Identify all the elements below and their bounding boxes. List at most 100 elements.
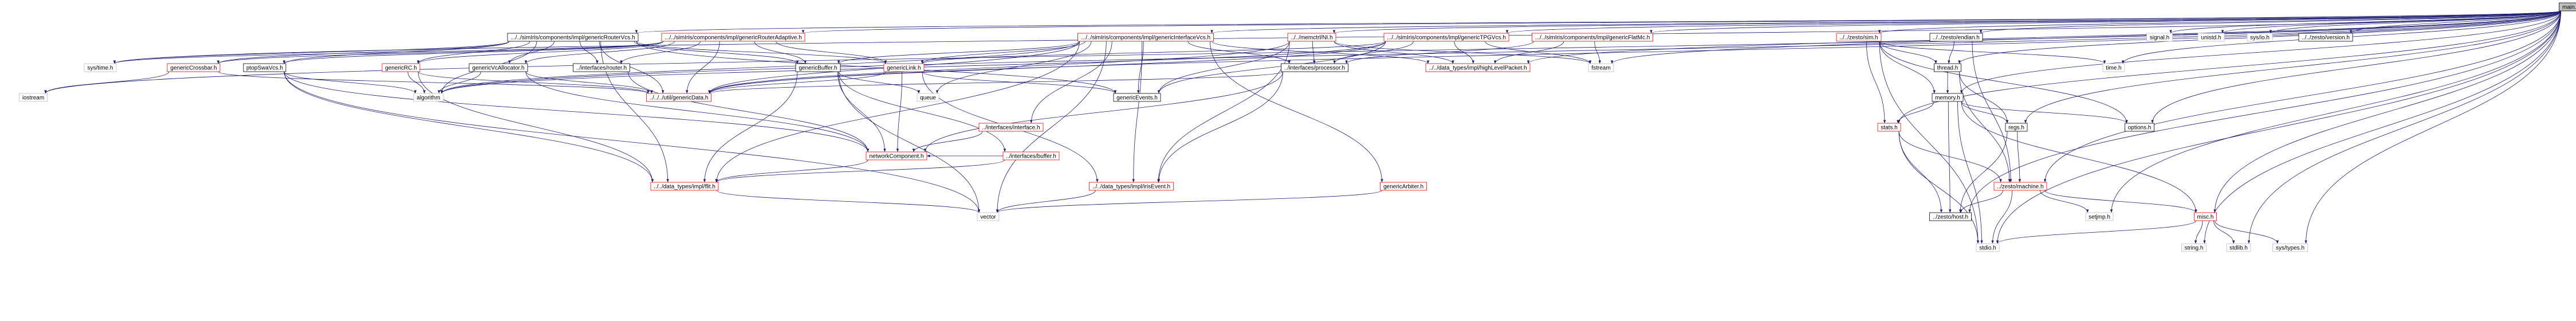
node-genericRC[interactable]: genericRC.h <box>382 63 420 72</box>
edge-genericVcAllocator-to-algorithm <box>438 71 481 94</box>
node-regs[interactable]: regs.h <box>2005 123 2028 132</box>
node-interfacesInterface[interactable]: ../interfaces/interface.h <box>978 123 1044 132</box>
node-genericVcAllocator[interactable]: genericVcAllocator.h <box>469 63 528 72</box>
node-label: ../../zesto/endian.h <box>1933 35 1980 41</box>
node-label: fstream <box>1591 65 1610 72</box>
node-highLevelPacket[interactable]: ../../data_types/impl/highLevelPacket.h <box>1425 63 1531 72</box>
node-box <box>1002 151 1060 160</box>
node-interfacesProcessor[interactable]: ../interfaces/processor.h <box>1281 63 1348 72</box>
edge-genericInterfaceVcs-to-irisEvent <box>1132 41 1143 183</box>
edge-layer <box>44 10 2561 244</box>
node-box <box>1976 243 2000 252</box>
node-label: ../../data_types/impl/irisEvent.h <box>1092 184 1170 190</box>
node-timeh[interactable]: time.h <box>2102 63 2125 72</box>
node-zestoEndian[interactable]: ../../zesto/endian.h <box>1929 33 1983 42</box>
node-box <box>2085 212 2114 221</box>
node-signal[interactable]: signal.h <box>2146 33 2173 42</box>
edge-genericRC-to-algorithm <box>407 71 426 94</box>
node-interfacesRouter[interactable]: ../interfaces/router.h <box>573 63 630 72</box>
node-label: memory.h <box>1935 95 1960 101</box>
node-label: thread.h <box>1937 65 1958 72</box>
node-genericRouterVcs[interactable]: .../../simIris/components/impl/genericRo… <box>507 33 639 42</box>
node-label: .../../simIris/components/impl/genericIn… <box>1081 35 1210 41</box>
edge-genericInterfaceVcs-to-interfacesProcessor <box>1187 41 1291 64</box>
node-algorithm[interactable]: algorithm <box>413 93 444 102</box>
node-thread[interactable]: thread.h <box>1934 63 1961 72</box>
edge-genericInterfaceVcs-to-genericArbiter <box>1210 41 1383 183</box>
node-memctrlNI[interactable]: ../../memctrl/NI.h <box>1287 33 1336 42</box>
node-box <box>883 63 925 72</box>
node-genericData[interactable]: ../../../util/genericData.h <box>646 93 711 102</box>
node-genericTPGVcs[interactable]: .../../simIris/components/impl/genericTP… <box>1383 33 1509 42</box>
edge-genericCrossbar-to-genericData <box>218 71 650 94</box>
node-label: genericEvents.h <box>1116 95 1158 101</box>
node-label: ../../data_types/impl/highLevelPacket.h <box>1429 65 1527 72</box>
node-iostream[interactable]: iostream <box>19 93 48 102</box>
node-box <box>413 93 444 102</box>
edge-flit-to-vector <box>716 190 981 213</box>
node-string[interactable]: string.h <box>2181 243 2207 252</box>
node-zestoMachine[interactable]: ../zesto/machine.h <box>1993 182 2047 191</box>
node-genericLink[interactable]: genericLink.h <box>883 63 925 72</box>
node-genericEvents[interactable]: genericEvents.h <box>1113 93 1161 102</box>
node-genericFlatMc[interactable]: .../../simIris/components/impl/genericFl… <box>1532 33 1653 42</box>
node-networkComponent[interactable]: networkComponent.h <box>866 151 927 160</box>
node-interfacesBuffer[interactable]: ../interfaces/buffer.h <box>1002 151 1060 160</box>
node-memory[interactable]: memory.h <box>1932 93 1964 102</box>
edge-zestoSim-to-stats <box>1866 41 1886 124</box>
node-box <box>469 63 528 72</box>
edge-zestoMachine-to-setjmp <box>2040 190 2089 213</box>
edge-memctrlNI-to-genericData <box>708 41 1290 94</box>
node-genericCrossbar[interactable]: genericCrossbar.h <box>167 63 221 72</box>
node-zestoVersion[interactable]: ../../zesto/version.h <box>2298 33 2353 42</box>
edge-thread-to-zestoMachine <box>1959 71 2011 183</box>
node-vector[interactable]: vector <box>977 212 1000 221</box>
edge-zestoSim-to-thread <box>1879 41 1937 64</box>
node-ptopSwaVcs[interactable]: ptopSwaVcs.h <box>243 63 286 72</box>
node-sysio[interactable]: sys/io.h <box>2247 33 2273 42</box>
edge-stats-to-stdio <box>1898 131 1980 244</box>
edge-main-to-string <box>2203 10 2561 244</box>
node-unistd[interactable]: unistd.h <box>2197 33 2225 42</box>
edge-genericTPGVcs-to-genericData <box>708 41 1386 94</box>
edge-stats-to-zestoMachine <box>1898 131 2002 183</box>
edge-main-to-highLevelPacket <box>1527 10 2561 64</box>
edge-main-to-misc <box>2213 10 2561 213</box>
edge-main-to-zestoVersion <box>2349 10 2561 34</box>
node-box <box>2226 243 2251 252</box>
node-genericArbiter[interactable]: genericArbiter.h <box>1380 182 1427 191</box>
node-label: genericRC.h <box>385 65 417 72</box>
node-flit[interactable]: ../../data_types/impl/flit.h <box>650 182 719 191</box>
node-box <box>19 93 48 102</box>
node-stats[interactable]: stats.h <box>1877 123 1901 132</box>
node-irisEvent[interactable]: ../../data_types/impl/irisEvent.h <box>1089 182 1174 191</box>
edge-genericTPGVcs-to-highLevelPacket <box>1454 41 1474 64</box>
node-box <box>243 63 286 72</box>
edge-ptopSwaVcs-to-networkComponent <box>284 71 870 152</box>
node-systypes[interactable]: sys/types.h <box>2272 243 2308 252</box>
node-genericInterfaceVcs[interactable]: .../../simIris/components/impl/genericIn… <box>1077 33 1214 42</box>
edge-genericRouterAdaptive-to-systime <box>113 41 664 64</box>
edge-zestoMachine-to-stdio <box>1991 190 2013 244</box>
node-misc[interactable]: misc.h <box>2194 212 2217 221</box>
edge-zestoSim-to-options <box>1879 41 2128 124</box>
edge-genericRouterVcs-to-genericVcAllocator <box>508 41 554 64</box>
node-label: .../../simIris/components/impl/genericFl… <box>1535 35 1650 41</box>
edge-interfacesRouter-to-networkComponent <box>628 71 870 152</box>
node-zestoSim[interactable]: ../../zesto/sim.h <box>1836 33 1882 42</box>
node-zestoHost[interactable]: ../zesto/host.h <box>1929 212 1972 221</box>
node-setjmp[interactable]: setjmp.h <box>2085 212 2114 221</box>
node-genericBuffer[interactable]: genericBuffer.h <box>795 63 841 72</box>
node-box <box>1588 63 1614 72</box>
node-options[interactable]: options.h <box>2125 123 2154 132</box>
node-queue[interactable]: queue <box>917 93 939 102</box>
node-stdio[interactable]: stdio.h <box>1976 243 2000 252</box>
node-stdlib[interactable]: stdlib.h <box>2226 243 2251 252</box>
edge-memory-to-options <box>1961 101 2128 124</box>
node-genericRouterAdaptive[interactable]: .../../simIris/components/impl/genericRo… <box>661 33 805 42</box>
node-label: stdio.h <box>1979 245 1996 252</box>
node-box <box>507 33 639 42</box>
node-systime[interactable]: sys/time.h <box>84 63 117 72</box>
node-label: stdlib.h <box>2229 245 2248 252</box>
node-fstream[interactable]: fstream <box>1588 63 1614 72</box>
